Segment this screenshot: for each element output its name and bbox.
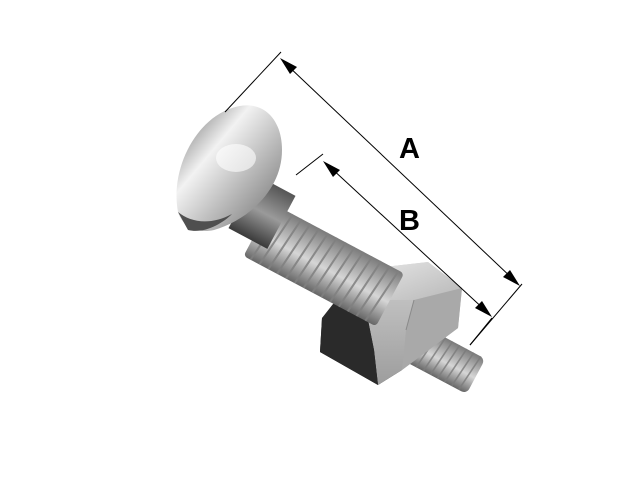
extension-line-b-start xyxy=(295,153,324,176)
bolt-domed-head xyxy=(176,105,282,232)
extension-line-a-start xyxy=(224,51,282,113)
dimension-b: B xyxy=(295,153,493,346)
arrowhead-b-end xyxy=(475,301,492,317)
arrowhead-a-end xyxy=(503,270,520,286)
bolt-square-neck xyxy=(228,175,296,249)
arrowhead-a-start xyxy=(280,58,297,74)
extension-line-b-end xyxy=(469,317,493,346)
dimension-b-label: B xyxy=(399,205,420,237)
dimension-line-b xyxy=(329,166,488,313)
bolt-threaded-shaft xyxy=(244,204,403,326)
dimension-line-a xyxy=(285,63,516,282)
dimension-a-label: A xyxy=(399,133,420,165)
arrowhead-b-start xyxy=(323,161,340,177)
